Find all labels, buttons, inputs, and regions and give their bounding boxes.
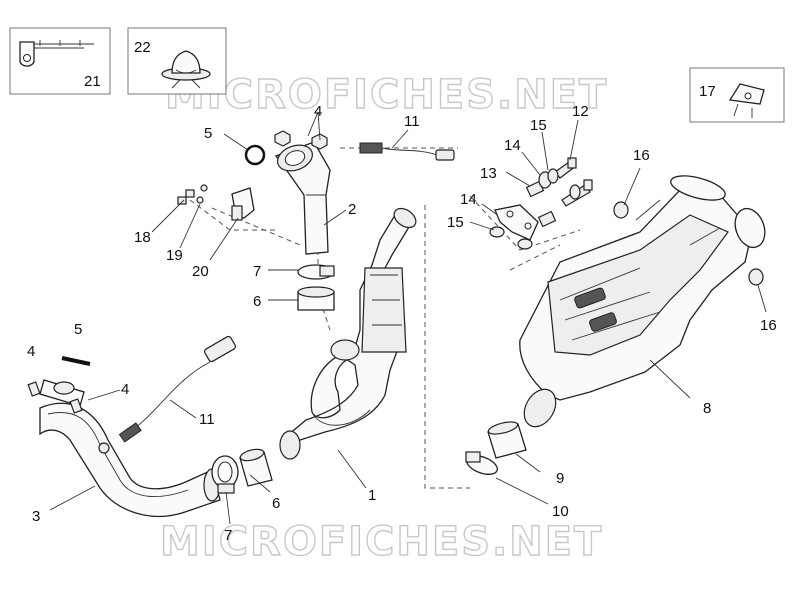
rubber-washer-part-15[interactable] xyxy=(489,168,581,250)
spacer-part-13[interactable] xyxy=(525,180,557,228)
callout-11-upper: 11 xyxy=(404,113,420,130)
callout-1: 1 xyxy=(368,487,376,504)
silencer-part-8[interactable] xyxy=(518,171,770,432)
callout-17: 17 xyxy=(699,83,716,100)
header-pipe-part-3[interactable] xyxy=(39,379,221,518)
clamp-part-7-lower[interactable] xyxy=(211,455,239,494)
lambda-sensor-part-11-upper[interactable] xyxy=(359,142,455,161)
stud-bolt-part-4-lower[interactable] xyxy=(27,381,83,414)
screw-part-18[interactable] xyxy=(177,189,195,205)
callout-3: 3 xyxy=(32,508,40,525)
callout-6-upper: 6 xyxy=(253,293,261,310)
callout-10: 10 xyxy=(552,503,569,520)
callout-labels: 21 22 17 4 5 11 12 15 14 13 16 14 15 2 1… xyxy=(27,39,777,544)
callout-13: 13 xyxy=(480,165,497,182)
callout-leader-lines xyxy=(49,111,767,525)
heat-guard-part-20[interactable] xyxy=(231,187,255,221)
rubber-mount-part-16-upper[interactable] xyxy=(613,201,629,219)
callout-12: 12 xyxy=(572,103,589,120)
inset-box-22[interactable] xyxy=(127,27,227,95)
callout-2: 2 xyxy=(348,201,356,218)
rubber-mount-part-16-lower[interactable] xyxy=(748,268,764,286)
callout-15-lower: 15 xyxy=(447,214,464,231)
nut-part-4-upper[interactable] xyxy=(274,130,328,150)
callout-19: 19 xyxy=(166,247,183,264)
inset-box-21[interactable] xyxy=(9,27,111,95)
callout-14-lower: 14 xyxy=(460,191,477,208)
callout-16-lower: 16 xyxy=(760,317,777,334)
callout-14-upper: 14 xyxy=(504,137,521,154)
washer-part-19[interactable] xyxy=(196,184,208,204)
callout-5-lower: 5 xyxy=(74,321,82,338)
callout-5-upper: 5 xyxy=(204,125,212,142)
callout-4-upper: 4 xyxy=(314,103,322,120)
callout-4-lower-left: 4 xyxy=(27,343,35,360)
gasket-ring-part-5-upper[interactable] xyxy=(244,144,266,166)
inset-box-17[interactable] xyxy=(689,67,785,123)
clamp-part-7-upper[interactable] xyxy=(297,264,335,280)
callout-16-upper: 16 xyxy=(633,147,650,164)
callout-22: 22 xyxy=(134,39,151,56)
lambda-sensor-part-11-lower[interactable] xyxy=(118,335,237,443)
gasket-ring-part-5-lower[interactable] xyxy=(61,356,91,366)
callout-18: 18 xyxy=(134,229,151,246)
callout-11-lower: 11 xyxy=(199,411,215,428)
callout-4-lower-right: 4 xyxy=(121,381,129,398)
callout-7-lower: 7 xyxy=(224,527,232,544)
callout-20: 20 xyxy=(192,263,209,280)
callout-7-upper: 7 xyxy=(253,263,261,280)
callout-21: 21 xyxy=(84,73,101,90)
watermark-bottom: MICROFICHES.NET xyxy=(160,519,603,565)
link-pipe-part-2[interactable] xyxy=(274,141,331,255)
catalytic-pipe-part-1[interactable] xyxy=(279,205,419,460)
callout-6-lower: 6 xyxy=(272,495,280,512)
sleeve-part-9[interactable] xyxy=(487,420,527,459)
callout-8: 8 xyxy=(703,400,711,417)
callout-9: 9 xyxy=(556,470,564,487)
sleeve-part-6-upper[interactable] xyxy=(297,286,335,311)
watermark-top: MICROFICHES.NET xyxy=(165,72,608,118)
callout-15-upper: 15 xyxy=(530,117,547,134)
sleeve-part-6-lower[interactable] xyxy=(239,447,273,487)
clamp-part-10[interactable] xyxy=(464,451,500,478)
